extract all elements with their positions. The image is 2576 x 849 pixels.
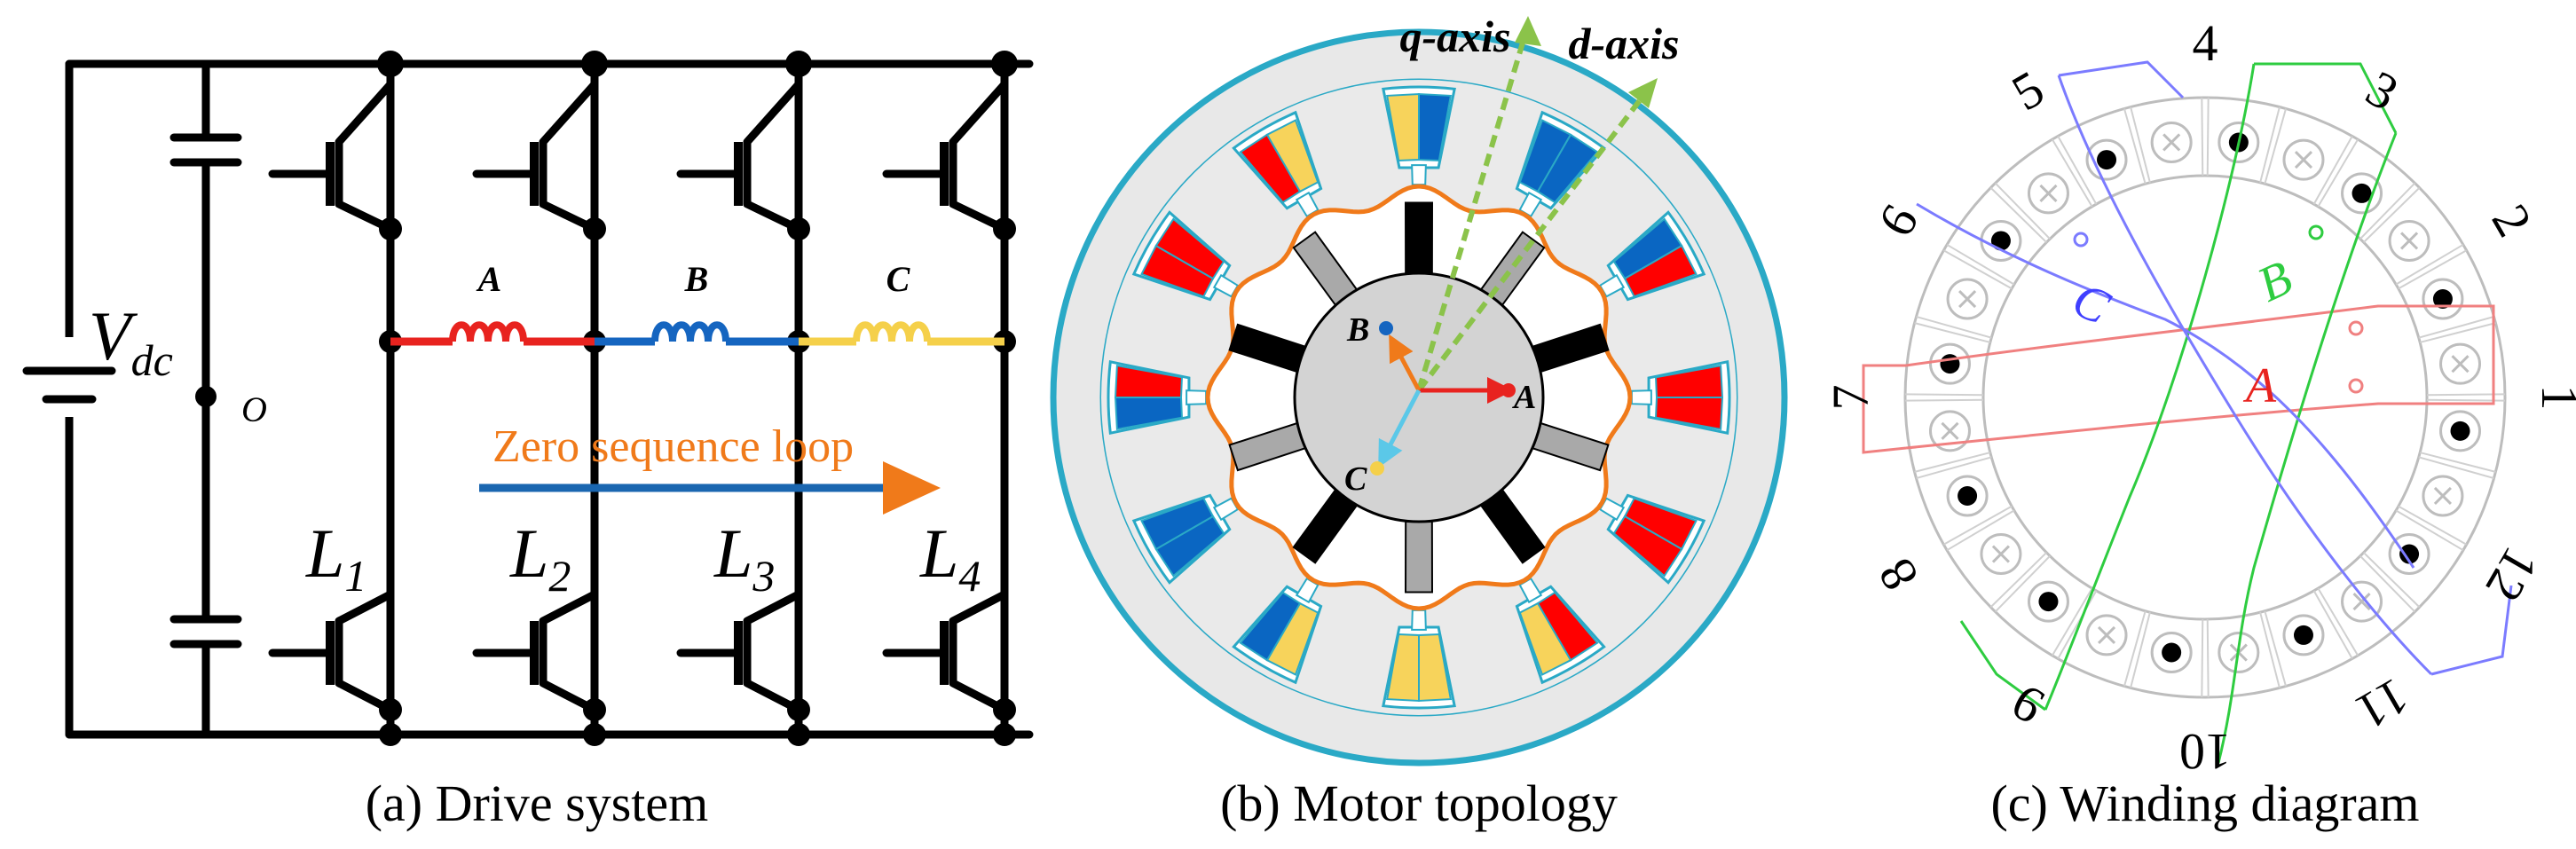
stator-slot-3 (1598, 210, 1706, 302)
conductor-8 (2057, 590, 2147, 687)
conductor-10 (1946, 509, 2048, 609)
d-axis-line (1416, 87, 1651, 392)
slot-number-1: 1 (2531, 385, 2576, 411)
winding-inner-circle (1981, 174, 2429, 621)
leg-label-4: L4 (919, 515, 981, 601)
inverter-leg-2: L2 (472, 51, 608, 746)
phase-c-label: C (886, 259, 911, 299)
slot-number-2: 2 (2481, 194, 2544, 246)
zero-sequence-arrowhead (883, 461, 941, 515)
rotor-core (1293, 271, 1545, 523)
vdc-label: Vdc (89, 297, 173, 385)
conductor-16 (1994, 138, 2093, 240)
dc-source (22, 337, 116, 417)
stator-slots (1107, 85, 1731, 710)
conductor-23 (2398, 249, 2494, 339)
drive-system-panel: Vdc O L1 L2 L3 L4 A B (22, 51, 1034, 832)
conductor-3 (2362, 509, 2464, 609)
vector-a-dot (1501, 383, 1516, 397)
conductor-1 (2419, 398, 2505, 473)
winding-phase-a-label: A (2242, 358, 2277, 413)
caption-c: (c) Winding diagram (1990, 774, 2419, 832)
inverter-leg-1: L1 (268, 51, 404, 746)
vector-b-dot (1379, 321, 1393, 335)
conductor-11 (1916, 456, 2013, 546)
q-axis-arrowhead (1515, 16, 1541, 46)
conductor-17 (2057, 108, 2147, 205)
vector-b-label: B (1346, 311, 1369, 349)
stator-slot-10 (1107, 360, 1208, 435)
stator-slot-9 (1131, 493, 1240, 585)
slot-number-3: 3 (2357, 59, 2408, 122)
slot-number-11: 11 (2346, 667, 2418, 742)
leg-label-3: L3 (713, 515, 775, 601)
slot-number-10: 10 (2179, 723, 2231, 781)
caption-b: (b) Motor topology (1220, 774, 1618, 832)
zero-sequence-label: Zero sequence loop (492, 421, 854, 472)
q-axis-line (1416, 24, 1531, 391)
phase-b-label: B (684, 259, 709, 299)
caption-a: (a) Drive system (366, 774, 709, 832)
stator-slot-6 (1515, 577, 1606, 685)
leg-label-1: L1 (305, 515, 366, 601)
stator-slot-2 (1515, 110, 1606, 218)
inverter-legs: L1 L2 L3 L4 (268, 51, 1018, 746)
conductor-20 (2264, 108, 2353, 205)
phase-a-inductor (390, 321, 595, 346)
midpoint-label: O (241, 389, 267, 429)
winding-outer-circle (1903, 96, 2507, 699)
winding-phase-paths (1862, 60, 2513, 764)
slot-number-6: 6 (1867, 194, 1930, 246)
phase-a-label: A (476, 259, 502, 299)
conductor-9 (1994, 554, 2093, 656)
motor-topology-panel: q-axis d-axis A B C (b) Motor topology (1050, 12, 1788, 832)
conductor-7 (2130, 611, 2204, 697)
winding-slots (1905, 98, 2505, 697)
stator-slot-11 (1131, 210, 1240, 302)
rotor-tooth-1 (1405, 201, 1433, 279)
slot-number-8: 8 (1867, 549, 1930, 601)
vector-a-label: A (1512, 379, 1536, 416)
slot-number-12: 12 (2474, 538, 2549, 611)
conductor-22 (2362, 186, 2464, 286)
inverter-leg-4: L4 (882, 51, 1018, 746)
phase-b-inductor (595, 321, 799, 346)
vector-c (1378, 389, 1422, 468)
winding-diagram-panel: 123456789101112 A B C (c) Winding diagra… (1822, 14, 2576, 832)
leg-label-2: L2 (509, 515, 571, 601)
stator-slot-4 (1630, 360, 1731, 435)
conductor-4 (2317, 554, 2416, 656)
q-axis-label: q-axis (1400, 12, 1511, 61)
vector-b (1389, 334, 1422, 392)
stator-slot-5 (1598, 493, 1706, 585)
conductor-2 (2398, 456, 2494, 546)
conductor-24 (2419, 322, 2505, 397)
conductor-14 (1916, 249, 2013, 339)
slot-number-7: 7 (1822, 385, 1879, 411)
slot-number-4: 4 (2193, 14, 2218, 72)
stator-slot-8 (1232, 577, 1323, 685)
d-axis-label: d-axis (1569, 19, 1680, 68)
d-axis-arrowhead (1628, 78, 1658, 108)
conductor-18 (2130, 98, 2204, 184)
winding-phase-b-label: B (2249, 250, 2300, 313)
vector-c-label: C (1344, 460, 1367, 498)
phase-c-inductor (799, 321, 1004, 346)
conductor-12 (1905, 398, 1991, 473)
stator-slot-1 (1382, 85, 1456, 186)
dc-capacitors (169, 59, 242, 739)
stator-slot-12 (1232, 110, 1323, 218)
stator-slot-7 (1382, 609, 1456, 710)
rotor-tooth-6 (1405, 515, 1433, 594)
inverter-leg-3: L3 (676, 51, 812, 746)
slot-number-5: 5 (2002, 59, 2053, 122)
conductor-21 (2317, 138, 2416, 240)
conductor-5 (2264, 590, 2353, 687)
vector-c-dot (1370, 461, 1384, 476)
